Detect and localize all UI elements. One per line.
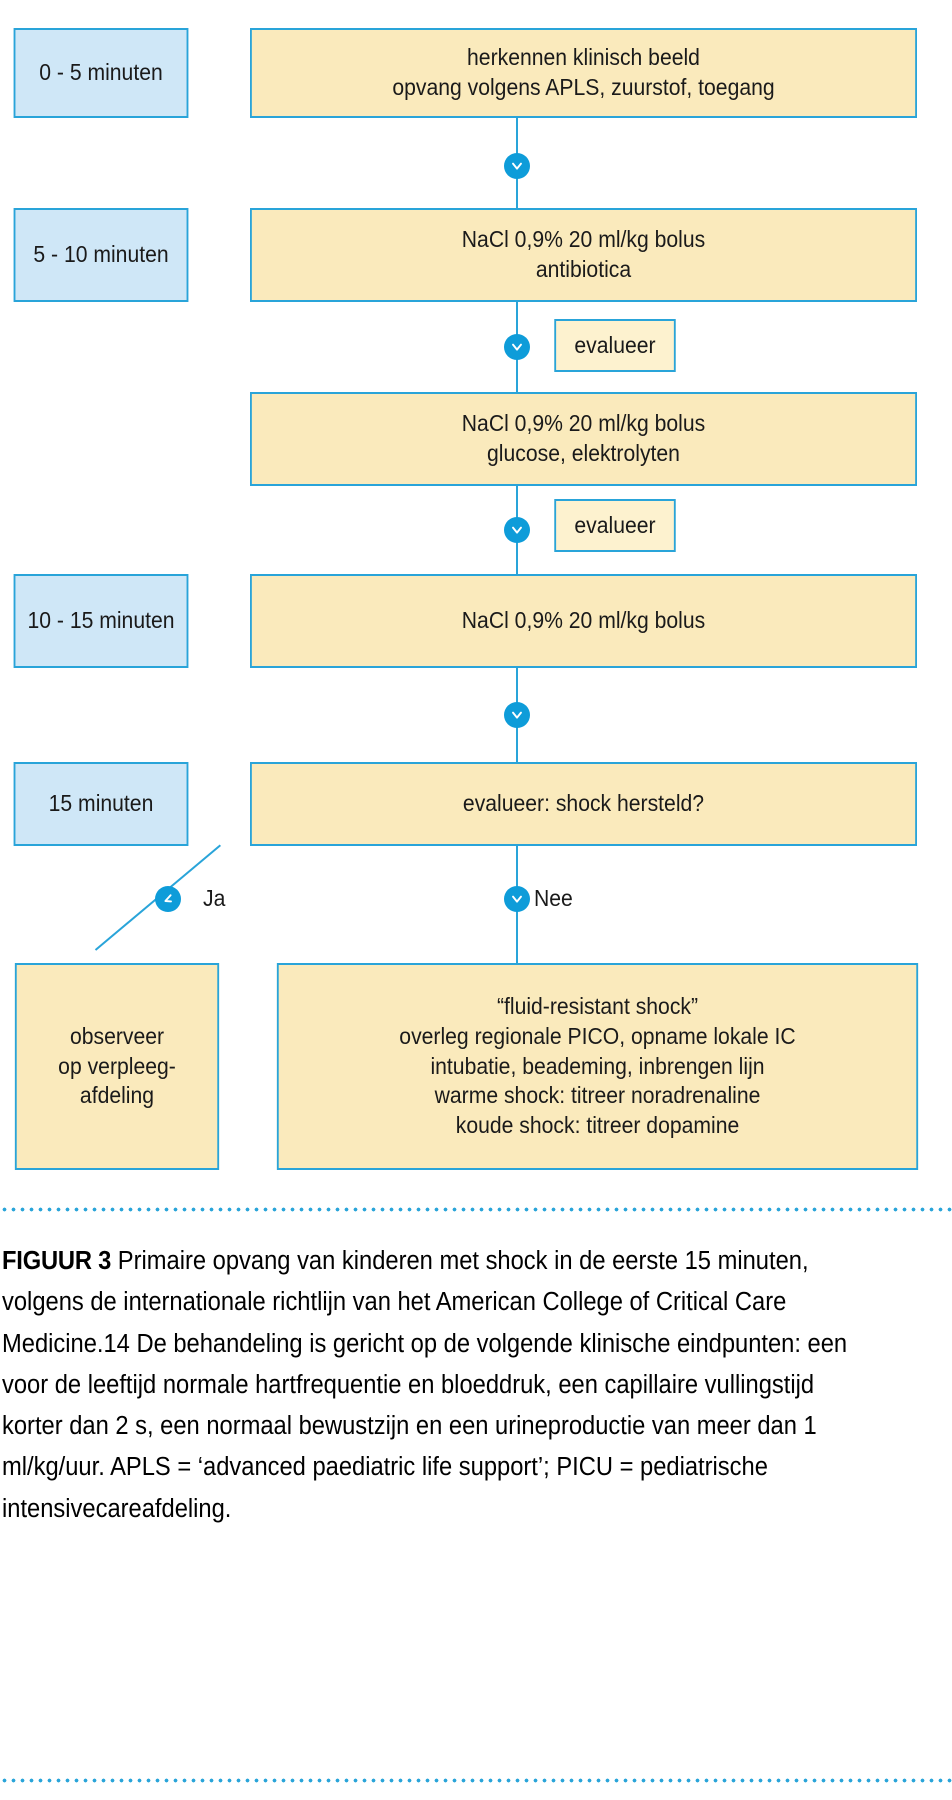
figure-caption-text: Primaire opvang van kinderen met shock i… — [2, 1247, 848, 1523]
evaluate-box-2: evalueer — [554, 499, 676, 552]
chevron-down-icon — [504, 153, 530, 179]
step-line: opvang volgens APLS, zuurstof, toegang — [392, 74, 775, 100]
figure-caption-label: FIGUUR 3 — [2, 1247, 112, 1275]
step-line: NaCl 0,9% 20 ml/kg bolus — [461, 607, 706, 634]
chevron-down-icon — [504, 886, 530, 912]
chevron-down-icon — [504, 702, 530, 728]
outcome-line: warme shock: titreer noradrenaline — [434, 1082, 761, 1109]
outcome-line: op verpleeg- — [58, 1052, 176, 1079]
chevron-down-icon — [504, 517, 530, 543]
divider-top — [0, 1207, 952, 1212]
time-box-0-5: 0 - 5 minuten — [13, 28, 189, 118]
step-line: NaCl 0,9% 20 ml/kg bolus — [461, 410, 706, 437]
chevron-down-icon — [504, 334, 530, 360]
evaluate-box-1: evalueer — [554, 319, 676, 372]
time-box-label: 0 - 5 minuten — [39, 59, 163, 86]
evaluate-label: evalueer — [574, 331, 656, 358]
divider-bottom — [0, 1778, 952, 1783]
time-box-label: 15 minuten — [48, 790, 154, 817]
branch-label-no: Nee — [534, 885, 573, 911]
outcome-line: koude shock: titreer dopamine — [455, 1112, 740, 1139]
time-box-label: 10 - 15 minuten — [27, 607, 175, 634]
branch-label-yes: Ja — [203, 885, 226, 911]
outcome-line: intubatie, beademing, inbrengen lijn — [430, 1052, 765, 1079]
figure-caption: FIGUUR 3 Primaire opvang van kinderen me… — [2, 1241, 867, 1530]
decision-box: evalueer: shock hersteld? — [250, 762, 917, 846]
step-box-third-bolus: NaCl 0,9% 20 ml/kg bolus — [250, 574, 917, 668]
evaluate-label: evalueer — [574, 511, 656, 538]
step-line: glucose, elektrolyten — [487, 440, 680, 466]
outcome-box-observe: observeer op verpleeg- afdeling — [14, 963, 220, 1170]
decision-label: evalueer: shock hersteld? — [462, 790, 705, 817]
outcome-line: observeer — [69, 1022, 165, 1049]
chevron-down-left-icon — [155, 886, 181, 912]
step-box-second-bolus: NaCl 0,9% 20 ml/kg bolus glucose, elektr… — [250, 392, 917, 486]
step-line: NaCl 0,9% 20 ml/kg bolus — [461, 226, 706, 253]
step-box-recognition: herkennen klinisch beeld opvang volgens … — [250, 28, 917, 118]
outcome-line: afdeling — [79, 1082, 155, 1109]
step-line: herkennen klinisch beeld — [467, 44, 700, 71]
time-box-5-10: 5 - 10 minuten — [13, 208, 189, 302]
time-box-10-15: 10 - 15 minuten — [13, 574, 189, 668]
outcome-line: “fluid-resistant shock” — [496, 992, 699, 1019]
outcome-line: overleg regionale PICO, opname lokale IC — [399, 1022, 796, 1049]
time-box-label: 5 - 10 minuten — [33, 241, 169, 268]
outcome-box-fluid-resistant-shock: “fluid-resistant shock” overleg regional… — [276, 963, 919, 1170]
step-line: antibiotica — [535, 256, 632, 282]
step-box-first-bolus: NaCl 0,9% 20 ml/kg bolus antibiotica — [250, 208, 917, 302]
time-box-15: 15 minuten — [13, 762, 189, 846]
